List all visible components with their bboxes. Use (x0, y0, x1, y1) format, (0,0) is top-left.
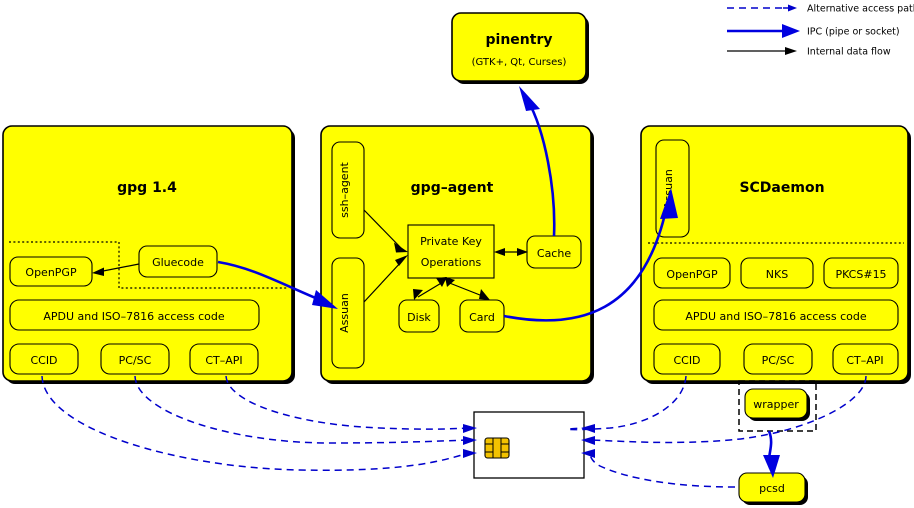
gpg-agent-ssh-agent-label: ssh–agent (338, 161, 351, 217)
gpg-gluecode-label: Gluecode (152, 256, 204, 269)
ipc-gluecode-to-agent-assuan (217, 260, 338, 309)
gpg-agent-card-label: Card (469, 311, 495, 324)
gpg-dotted-boundary (9, 241, 287, 289)
gpg-title: gpg 1.4 (117, 180, 177, 196)
flow-pkops-to-disk (413, 277, 447, 300)
scdaemon-apdu-label: APDU and ISO–7816 access code (685, 310, 867, 323)
pinentry-subtitle: (GTK+, Qt, Curses) (472, 57, 567, 68)
scdaemon-app-openpgp[interactable]: OpenPGP (653, 257, 731, 289)
gpg-agent-assuan-label: Assuan (338, 293, 351, 333)
gpg-openpgp-box[interactable]: OpenPGP (9, 256, 93, 287)
wrapper-group[interactable]: wrapper (738, 380, 817, 432)
ipc-wrapper-to-pcsd (763, 430, 780, 478)
legend: Alternative access paths IPC (pipe or so… (727, 4, 914, 58)
scdaemon-app-label-nks: NKS (766, 268, 788, 281)
ipc-card-to-scdaemon-assuan (503, 188, 678, 322)
scdaemon-block[interactable]: SCDaemon Assuan OpenPGP NKS PKCS#15 APDU… (640, 125, 911, 384)
flow-pkops-to-cache (494, 248, 528, 256)
scdaemon-driver-label-ccid: CCID (673, 354, 700, 367)
gpg-agent-cache-box[interactable]: Cache (526, 235, 582, 269)
scdaemon-driver-ccid[interactable]: CCID (653, 343, 721, 375)
legend-label-flow: Internal data flow (807, 47, 891, 58)
alt-path-pcsd-to-card (581, 449, 736, 488)
gpg-driver-label-ctapi: CT–API (205, 354, 242, 367)
pinentry-title: pinentry (486, 32, 553, 48)
smartcard[interactable] (473, 411, 585, 479)
gpg-apdu-label: APDU and ISO–7816 access code (43, 310, 225, 323)
gpg-agent-cache-label: Cache (537, 247, 571, 260)
flow-gluecode-to-openpgp (92, 263, 140, 276)
legend-label-alt: Alternative access paths (807, 4, 914, 15)
gpg-agent-block[interactable]: gpg–agent ssh–agent Assuan Private Key O… (320, 125, 594, 384)
gpg-gluecode-box[interactable]: Gluecode (138, 245, 218, 278)
alt-path-gpg-ctapi-to-card (225, 375, 477, 433)
alt-path-scdaemon-ctapi-to-card (581, 375, 867, 445)
gpg-driver-ccid[interactable]: CCID (9, 343, 79, 375)
gpg-agent-title: gpg–agent (411, 180, 494, 196)
gpg-driver-label-pcsc: PC/SC (119, 354, 152, 367)
scdaemon-app-nks[interactable]: NKS (740, 257, 814, 289)
flow-pkops-to-card (445, 277, 490, 300)
scdaemon-assuan-box[interactable]: Assuan (655, 139, 690, 238)
scdaemon-driver-pcsc[interactable]: PC/SC (743, 343, 813, 375)
scdaemon-driver-ctapi[interactable]: CT–API (832, 343, 899, 375)
gpg-apdu-box[interactable]: APDU and ISO–7816 access code (9, 299, 260, 331)
pinentry-block[interactable]: pinentry (GTK+, Qt, Curses) (451, 12, 589, 84)
wrapper-dashed-boundary (738, 380, 817, 432)
alt-path-scdaemon-ccid-to-card (567, 375, 687, 433)
private-key-ops-line2: Operations (421, 256, 482, 269)
alt-path-gpg-ccid-to-card (41, 375, 477, 471)
pcsd-block[interactable]: pcsd (738, 472, 808, 505)
legend-label-ipc: IPC (pipe or socket) (807, 27, 900, 38)
ipc-cache-to-pinentry (519, 86, 556, 237)
scdaemon-app-pkcs15[interactable]: PKCS#15 (823, 257, 899, 289)
gpg-agent-private-key-ops-box[interactable]: Private Key Operations (407, 224, 495, 279)
scdaemon-driver-label-ctapi: CT–API (846, 354, 883, 367)
scdaemon-driver-label-pcsc: PC/SC (762, 354, 795, 367)
legend-item-ipc: IPC (pipe or socket) (727, 24, 900, 38)
scdaemon-title: SCDaemon (739, 180, 824, 196)
gpg-agent-disk-box[interactable]: Disk (398, 299, 440, 333)
scdaemon-apdu-box[interactable]: APDU and ISO–7816 access code (653, 299, 899, 331)
gpg-openpgp-label: OpenPGP (25, 266, 77, 279)
scdaemon-app-label-pkcs15: PKCS#15 (835, 268, 886, 281)
gpg-driver-ctapi[interactable]: CT–API (189, 343, 259, 375)
gpg-agent-ssh-agent-box[interactable]: ssh–agent (331, 141, 365, 239)
wrapper-label: wrapper (753, 398, 799, 411)
pcsd-label: pcsd (759, 482, 785, 495)
gpg-block[interactable]: gpg 1.4 OpenPGP Gluecode APDU and ISO–78… (2, 125, 295, 384)
gpg-agent-assuan-box[interactable]: Assuan (331, 257, 365, 369)
gpg-agent-card-box[interactable]: Card (459, 299, 505, 333)
flow-assuan-to-pkops (363, 255, 408, 303)
gpg-agent-disk-label: Disk (407, 311, 431, 324)
gpg-driver-label-ccid: CCID (30, 354, 57, 367)
scdaemon-app-label-openpgp: OpenPGP (666, 268, 718, 281)
legend-item-alt: Alternative access paths (727, 4, 914, 15)
gpg-driver-pcsc[interactable]: PC/SC (100, 343, 170, 375)
smartcard-chip-icon (484, 437, 510, 459)
alt-path-gpg-pcsc-to-card (134, 375, 477, 445)
legend-item-flow: Internal data flow (727, 47, 891, 58)
alt-paths (41, 375, 867, 488)
private-key-ops-line1: Private Key (420, 235, 482, 248)
flow-ssh-agent-to-pkops (363, 209, 408, 253)
